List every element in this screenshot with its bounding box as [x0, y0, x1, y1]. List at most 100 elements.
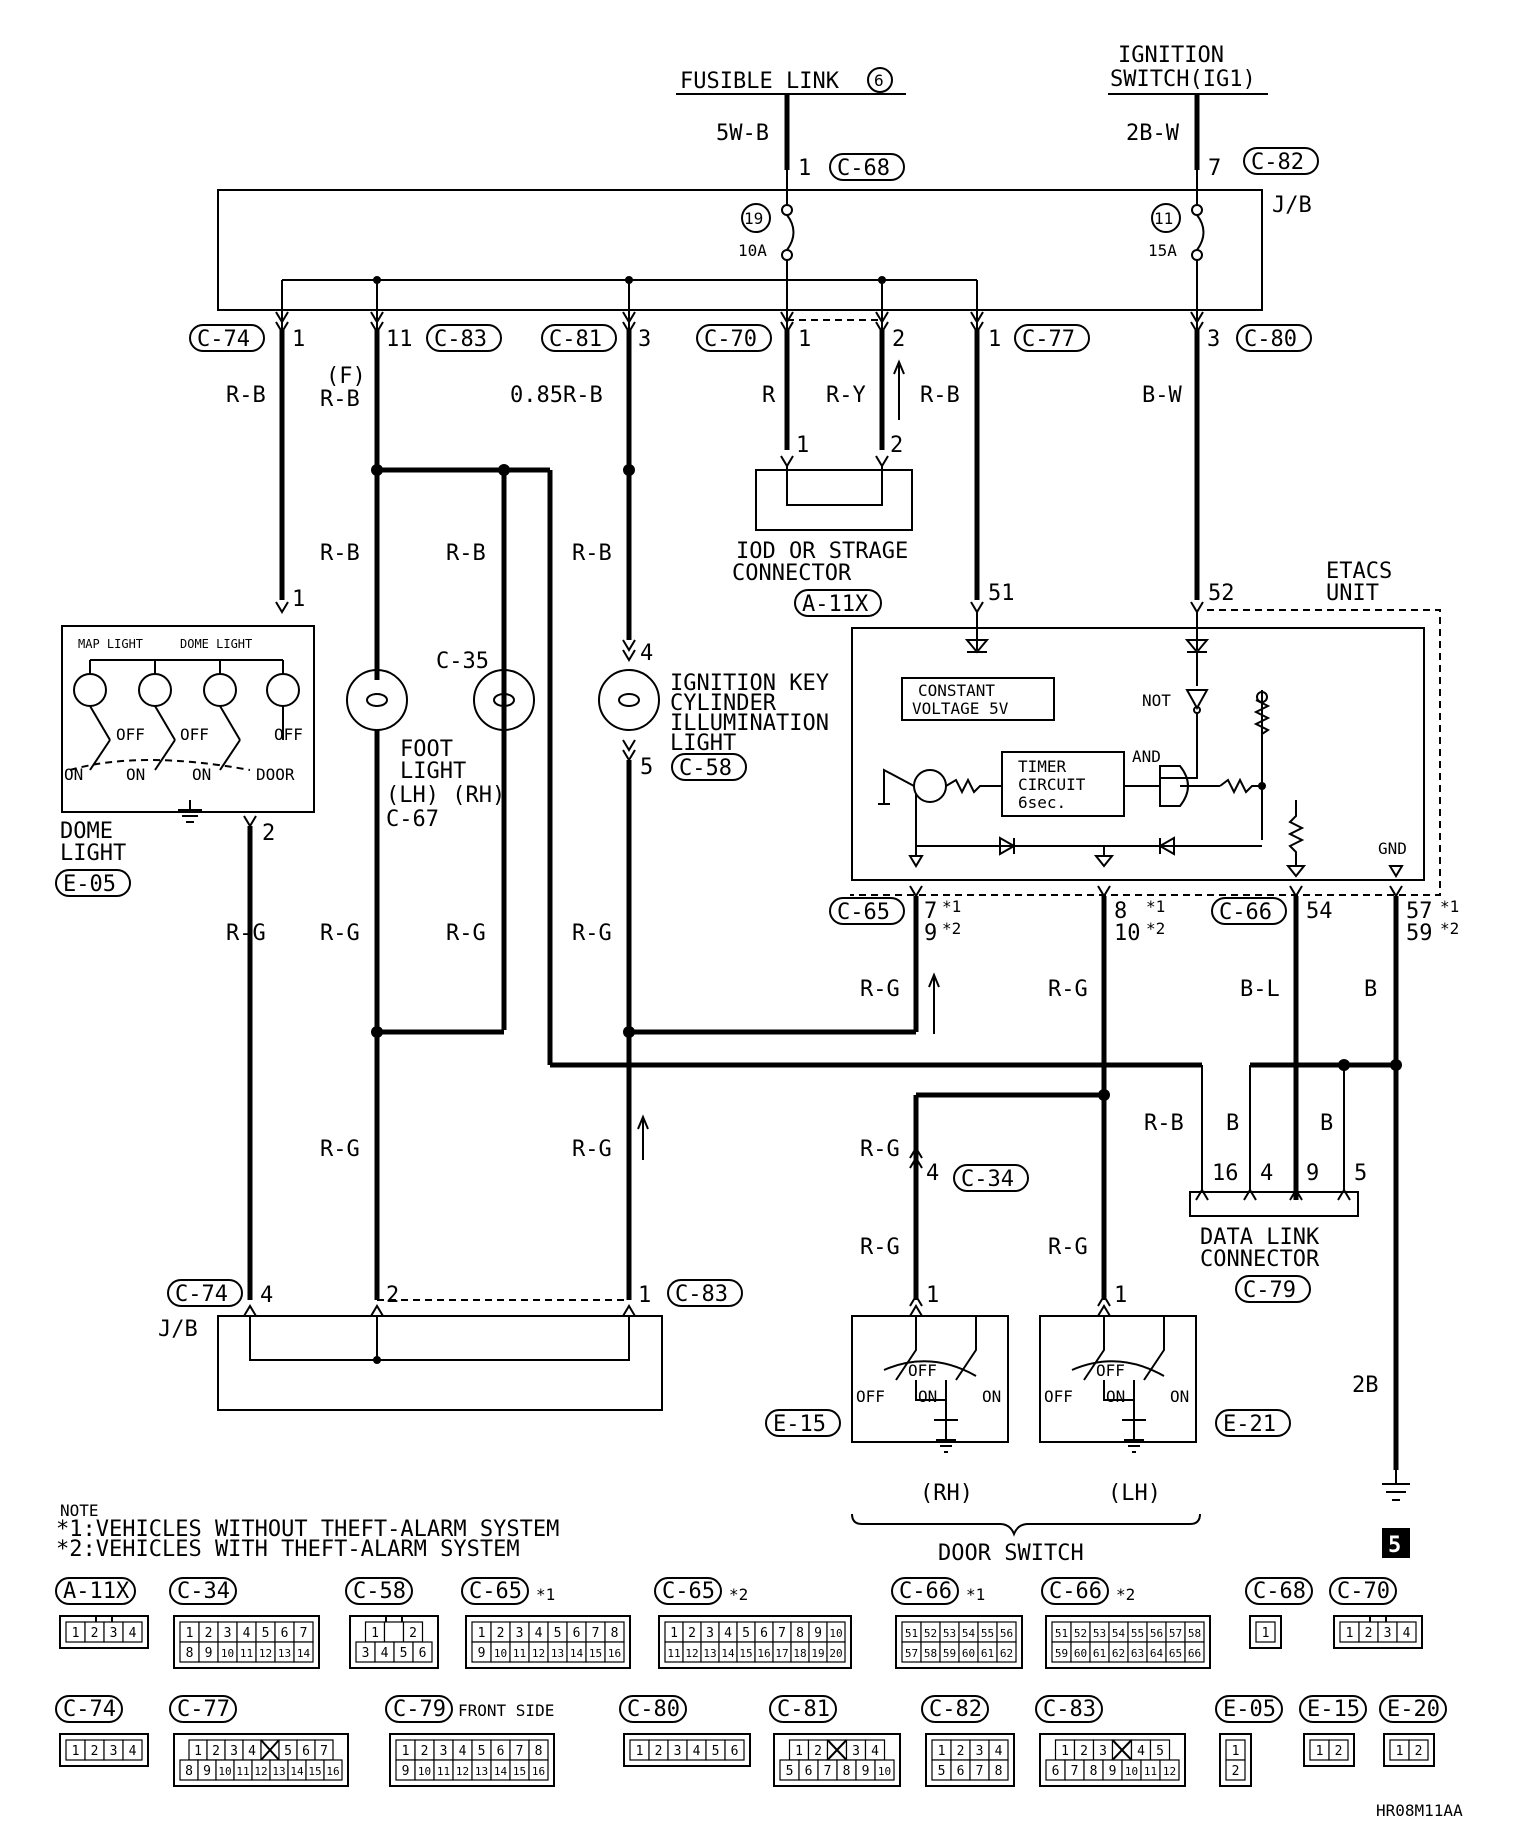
svg-text:13: 13 — [703, 1647, 716, 1660]
svg-text:12: 12 — [685, 1647, 698, 1660]
svg-text:*1: *1 — [942, 897, 961, 916]
svg-text:18: 18 — [793, 1647, 806, 1660]
svg-text:51: 51 — [1055, 1627, 1068, 1640]
svg-text:2: 2 — [212, 1744, 220, 1759]
svg-text:6: 6 — [731, 1744, 739, 1759]
svg-text:8: 8 — [535, 1744, 543, 1759]
svg-text:14: 14 — [721, 1647, 735, 1660]
svg-text:1: 1 — [670, 1626, 678, 1641]
svg-text:11: 11 — [513, 1647, 526, 1660]
svg-text:15: 15 — [308, 1765, 321, 1778]
svg-text:C-66: C-66 — [899, 1579, 952, 1604]
svg-text:R-B: R-B — [1144, 1111, 1184, 1136]
svg-text:3: 3 — [224, 1626, 232, 1641]
svg-text:4: 4 — [995, 1744, 1003, 1759]
svg-text:A-11X: A-11X — [63, 1579, 130, 1604]
svg-text:R-G: R-G — [860, 1235, 900, 1260]
svg-text:MAP LIGHT: MAP LIGHT — [78, 637, 143, 651]
svg-text:9: 9 — [1306, 1161, 1319, 1186]
svg-text:(RH): (RH) — [920, 1481, 973, 1506]
svg-text:CONNECTOR: CONNECTOR — [732, 561, 852, 586]
svg-text:7: 7 — [1208, 156, 1221, 181]
svg-text:B: B — [1226, 1111, 1239, 1136]
svg-text:64: 64 — [1150, 1647, 1164, 1660]
svg-text:57: 57 — [1406, 899, 1433, 924]
fusible-link-label: FUSIBLE LINK 6 — [676, 67, 906, 95]
svg-text:4: 4 — [871, 1744, 879, 1759]
connector-c79-tag: C-79 — [1235, 1275, 1311, 1303]
svg-text:4: 4 — [1137, 1744, 1145, 1759]
svg-text:5: 5 — [262, 1626, 270, 1641]
svg-text:56: 56 — [1150, 1627, 1163, 1640]
svg-text:1: 1 — [1346, 1626, 1354, 1641]
svg-text:5: 5 — [400, 1646, 408, 1661]
svg-text:59: 59 — [943, 1647, 956, 1660]
svg-text:E-21: E-21 — [1223, 1412, 1276, 1437]
svg-text:DOME: DOME — [60, 819, 113, 844]
svg-text:1: 1 — [1396, 1744, 1404, 1759]
svg-text:C-65: C-65 — [662, 1579, 715, 1604]
svg-text:5: 5 — [786, 1764, 794, 1779]
door-switch-rh — [851, 1315, 1009, 1443]
svg-text:1: 1 — [988, 327, 1001, 352]
svg-text:LIGHT: LIGHT — [60, 841, 126, 866]
svg-text:E-15: E-15 — [1307, 1697, 1360, 1722]
svg-text:7: 7 — [976, 1764, 984, 1779]
connector-c81-top: C-81 — [541, 324, 617, 352]
svg-text:1: 1 — [292, 587, 305, 612]
ground-icon — [1124, 1420, 1144, 1453]
svg-text:8: 8 — [843, 1764, 851, 1779]
svg-text:AND: AND — [1132, 747, 1161, 766]
svg-text:CIRCUIT: CIRCUIT — [1018, 775, 1086, 794]
svg-text:2: 2 — [814, 1744, 822, 1759]
svg-text:ILLUMINATION: ILLUMINATION — [670, 711, 829, 736]
fuse-11: 11 15A — [1148, 170, 1205, 330]
connector-c82-tag: C-82 — [1243, 147, 1319, 175]
svg-text:15: 15 — [513, 1765, 526, 1778]
svg-text:FOOT: FOOT — [400, 737, 453, 762]
svg-text:ON: ON — [192, 765, 211, 784]
svg-text:R-Y: R-Y — [826, 383, 866, 408]
svg-text:7: 7 — [320, 1744, 328, 1759]
svg-text:62: 62 — [1112, 1647, 1125, 1660]
svg-text:ON: ON — [1170, 1387, 1189, 1406]
svg-text:4: 4 — [381, 1646, 389, 1661]
svg-text:2: 2 — [655, 1744, 663, 1759]
svg-text:1: 1 — [72, 1626, 80, 1641]
ground-icon — [1382, 1470, 1410, 1501]
svg-text:R-B: R-B — [226, 383, 266, 408]
svg-text:54: 54 — [1306, 899, 1333, 924]
svg-text:1: 1 — [798, 156, 811, 181]
svg-text:R-G: R-G — [446, 921, 486, 946]
svg-text:NOT: NOT — [1142, 691, 1171, 710]
svg-text:C-80: C-80 — [1244, 327, 1297, 352]
svg-text:C-77: C-77 — [1022, 327, 1075, 352]
svg-text:57: 57 — [905, 1647, 918, 1660]
svg-text:B: B — [1320, 1111, 1333, 1136]
svg-text:9: 9 — [402, 1764, 410, 1779]
svg-text:4: 4 — [535, 1626, 543, 1641]
svg-text:FUSIBLE LINK: FUSIBLE LINK — [680, 69, 840, 94]
sheet-badge — [1382, 1528, 1410, 1558]
svg-text:3: 3 — [230, 1744, 238, 1759]
svg-text:OFF: OFF — [274, 725, 303, 744]
note-title: NOTE — [60, 1501, 99, 1520]
svg-text:3: 3 — [1207, 327, 1220, 352]
svg-text:4: 4 — [640, 641, 653, 666]
connector-c83-top: C-83 — [426, 324, 502, 352]
svg-text:9: 9 — [924, 921, 937, 946]
svg-text:C-58: C-58 — [679, 756, 732, 781]
svg-text:OFF: OFF — [1044, 1387, 1073, 1406]
connector-c77-top: C-77 — [1014, 324, 1090, 352]
svg-text:5: 5 — [938, 1764, 946, 1779]
svg-text:3: 3 — [440, 1744, 448, 1759]
svg-text:14: 14 — [570, 1647, 584, 1660]
svg-text:11: 11 — [386, 327, 413, 352]
